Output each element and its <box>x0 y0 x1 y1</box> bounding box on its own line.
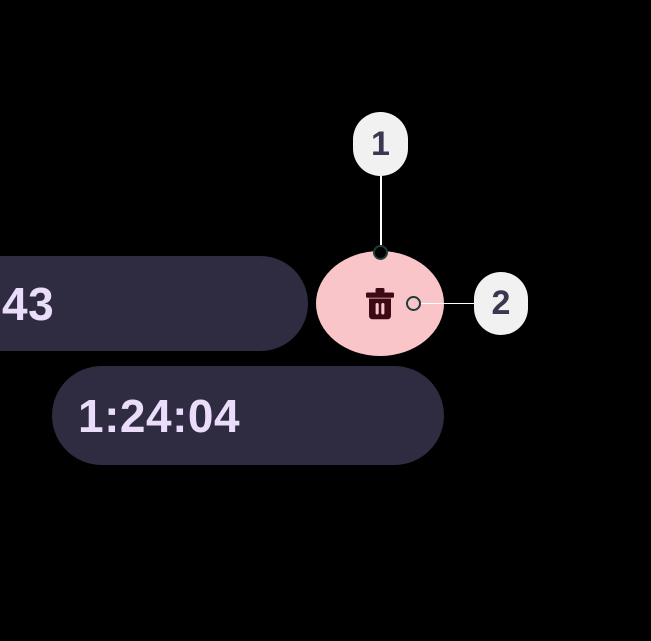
callout-connector-line-2 <box>420 302 492 305</box>
anchor-marker-top <box>373 245 388 260</box>
callout-connector-line-1 <box>380 162 382 254</box>
callout-badge-1[interactable]: 1 <box>353 112 408 176</box>
duration-pill[interactable]: 1:24:04 <box>52 366 444 465</box>
count-pill[interactable]: 43 <box>0 256 308 351</box>
trash-icon <box>366 287 394 319</box>
callout-badge-2[interactable]: 2 <box>474 272 528 335</box>
duration-pill-label: 1:24:04 <box>78 389 241 442</box>
anchor-marker-right <box>406 296 421 311</box>
count-pill-label: 43 <box>2 277 55 330</box>
